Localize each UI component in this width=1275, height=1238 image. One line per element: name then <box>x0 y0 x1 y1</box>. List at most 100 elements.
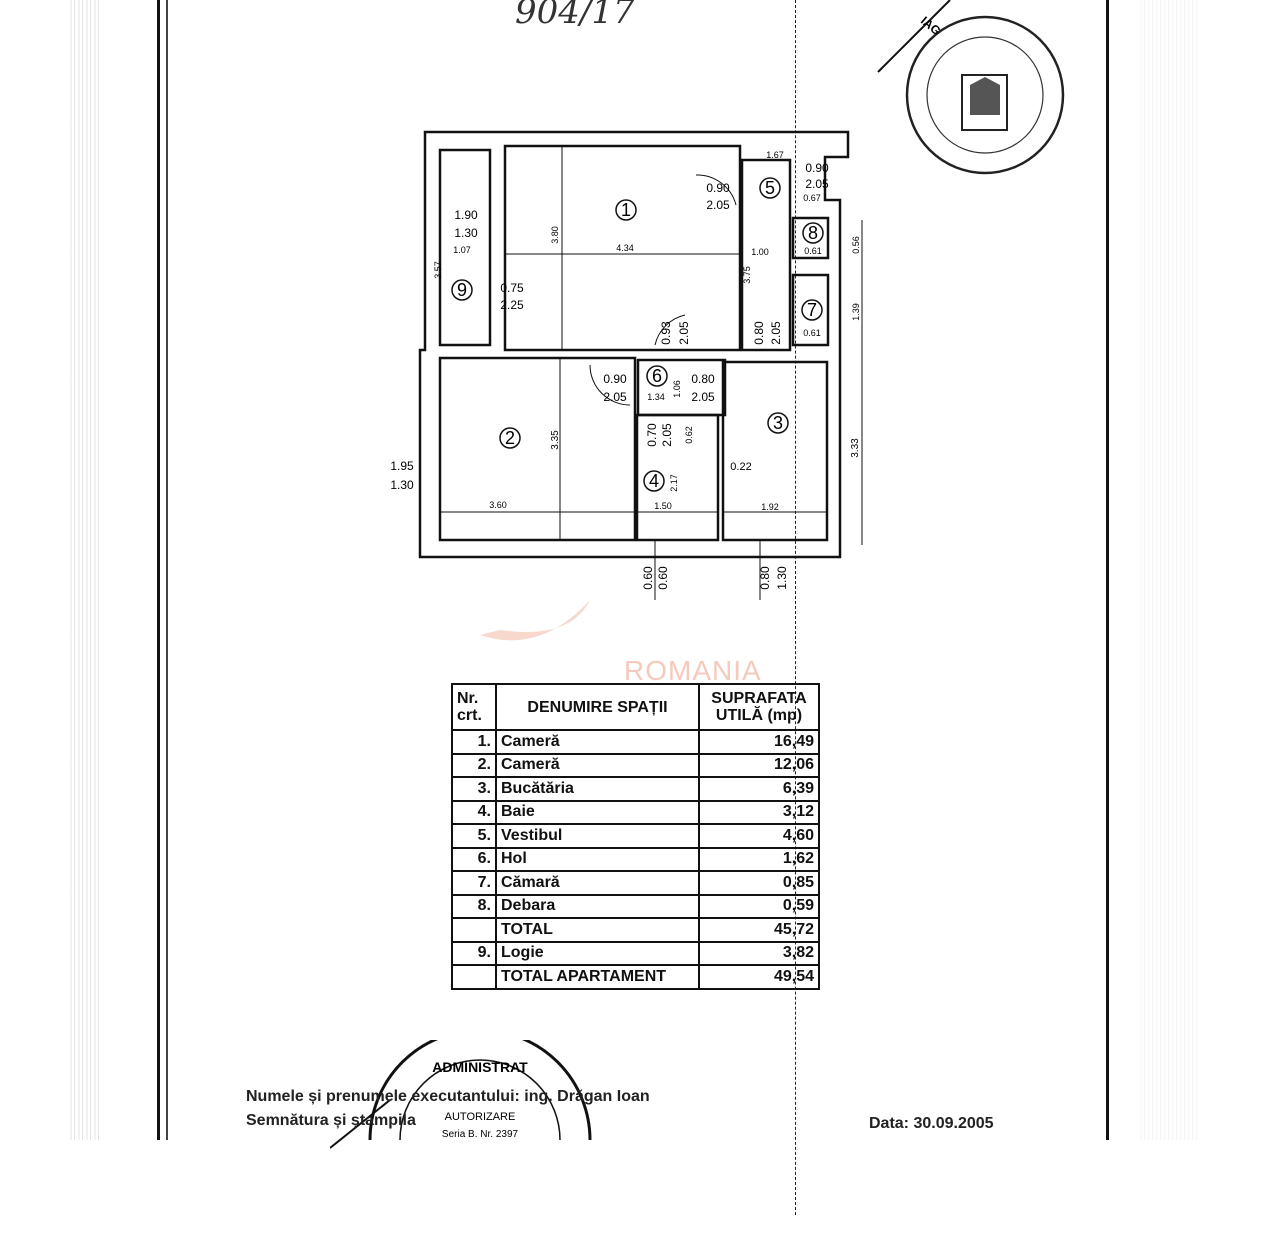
header-name: DENUMIRE SPAȚII <box>495 683 700 731</box>
room-1 <box>503 144 742 352</box>
room-name: Debara <box>495 893 700 919</box>
margin-line <box>1106 0 1109 1140</box>
room-name: Bucătăria <box>495 776 700 802</box>
svg-text:0.56: 0.56 <box>851 236 861 254</box>
room-label: 8 <box>808 223 818 243</box>
svg-text:0.90: 0.90 <box>603 372 627 386</box>
floor-plan: 1 2 3 4 5 6 7 8 9 1.90 1.30 1.07 3.57 0.… <box>390 130 863 600</box>
svg-text:AUTORIZARE: AUTORIZARE <box>445 1111 516 1123</box>
document-date: Data: 30.09.2005 <box>869 1115 994 1132</box>
svg-text:0.90: 0.90 <box>706 181 730 195</box>
svg-text:2.05: 2.05 <box>603 390 627 404</box>
total-label: TOTAL <box>495 917 700 943</box>
svg-text:0.62: 0.62 <box>684 426 694 444</box>
room-7 <box>791 273 830 347</box>
header-area: SUPRAFATA UTILĂ (mp) <box>698 683 820 731</box>
row-number: 5. <box>451 823 497 849</box>
svg-text:4.34: 4.34 <box>616 243 634 253</box>
room-area: 3,12 <box>698 799 820 825</box>
svg-text:1.30: 1.30 <box>775 566 789 590</box>
row-number: 9. <box>451 940 497 966</box>
signature-label: Semnătura și ștampila <box>246 1112 416 1129</box>
scan-edge-left <box>70 0 100 1140</box>
row-number: 1. <box>451 729 497 755</box>
room-label: 3 <box>773 413 783 433</box>
svg-text:0.61: 0.61 <box>804 246 822 256</box>
svg-text:1.95: 1.95 <box>390 459 414 473</box>
margin-line <box>166 0 168 1140</box>
fold-line <box>795 0 796 1215</box>
svg-text:2.05: 2.05 <box>660 423 674 447</box>
row-number: 6. <box>451 846 497 872</box>
svg-text:0.22: 0.22 <box>730 461 751 473</box>
room-name: Cameră <box>495 729 700 755</box>
room-name: Hol <box>495 846 700 872</box>
svg-text:0.80: 0.80 <box>691 372 715 386</box>
watermark-logo <box>480 600 590 641</box>
room-2 <box>438 356 637 542</box>
dimension-labels: 1.90 1.30 1.07 3.57 0.75 2.25 3.80 4.34 … <box>390 150 861 590</box>
grand-total-area: 49,54 <box>698 964 820 990</box>
svg-text:0.67: 0.67 <box>803 193 821 203</box>
room-label: 4 <box>649 471 659 491</box>
row-number: 7. <box>451 870 497 896</box>
svg-text:1.92: 1.92 <box>761 502 779 512</box>
svg-text:0.61: 0.61 <box>803 328 821 338</box>
svg-text:0.75: 0.75 <box>500 281 524 295</box>
svg-text:2.05: 2.05 <box>706 198 730 212</box>
svg-text:3.57: 3.57 <box>433 261 443 279</box>
executant-name: Numele și prenumele executantului: ing. … <box>246 1088 650 1105</box>
room-9-logia <box>438 148 492 347</box>
svg-text:3.35: 3.35 <box>550 430 561 450</box>
svg-text:1.07: 1.07 <box>453 245 471 255</box>
svg-text:0.60: 0.60 <box>656 566 670 590</box>
room-label: 2 <box>505 428 515 448</box>
svg-text:2.05: 2.05 <box>691 390 715 404</box>
svg-text:0.80: 0.80 <box>752 321 766 345</box>
room-3 <box>721 360 829 542</box>
svg-text:1.67: 1.67 <box>766 150 784 160</box>
svg-text:0.90: 0.90 <box>805 161 829 175</box>
room-area: 12,06 <box>698 752 820 778</box>
row-number: 4. <box>451 799 497 825</box>
room-area: 0,59 <box>698 893 820 919</box>
authorization-stamp: ADMINISTRAT AUTORIZARE Seria B. Nr. 2397 <box>330 1040 592 1149</box>
svg-text:3.33: 3.33 <box>850 438 861 458</box>
margin-line <box>157 0 160 1140</box>
svg-text:1.30: 1.30 <box>390 478 414 492</box>
room-8 <box>791 216 830 260</box>
room-area: 16,49 <box>698 729 820 755</box>
svg-text:1.06: 1.06 <box>672 380 682 398</box>
room-name: Cameră <box>495 752 700 778</box>
room-area: 6,39 <box>698 776 820 802</box>
blank-cell <box>451 917 497 943</box>
svg-text:1.00: 1.00 <box>751 247 769 257</box>
svg-text:2.05: 2.05 <box>677 321 691 345</box>
svg-text:2.17: 2.17 <box>669 474 679 492</box>
svg-text:0.93: 0.93 <box>659 321 673 345</box>
room-label: 9 <box>457 280 467 300</box>
svg-text:0.70: 0.70 <box>645 423 659 447</box>
svg-text:1.90: 1.90 <box>454 208 478 222</box>
total-area: 45,72 <box>698 917 820 943</box>
room-label: 7 <box>807 300 817 320</box>
svg-text:0.60: 0.60 <box>641 566 655 590</box>
cadastre-stamp: IAG <box>877 0 1065 175</box>
room-label: 1 <box>621 200 631 220</box>
room-area: 0,85 <box>698 870 820 896</box>
scan-edge-right <box>1140 0 1200 1140</box>
room-label: 5 <box>765 178 775 198</box>
room-name: Cămară <box>495 870 700 896</box>
svg-text:1.50: 1.50 <box>654 501 672 511</box>
room-area: 4,60 <box>698 823 820 849</box>
room-4 <box>635 413 720 542</box>
room-label: 6 <box>652 366 662 386</box>
